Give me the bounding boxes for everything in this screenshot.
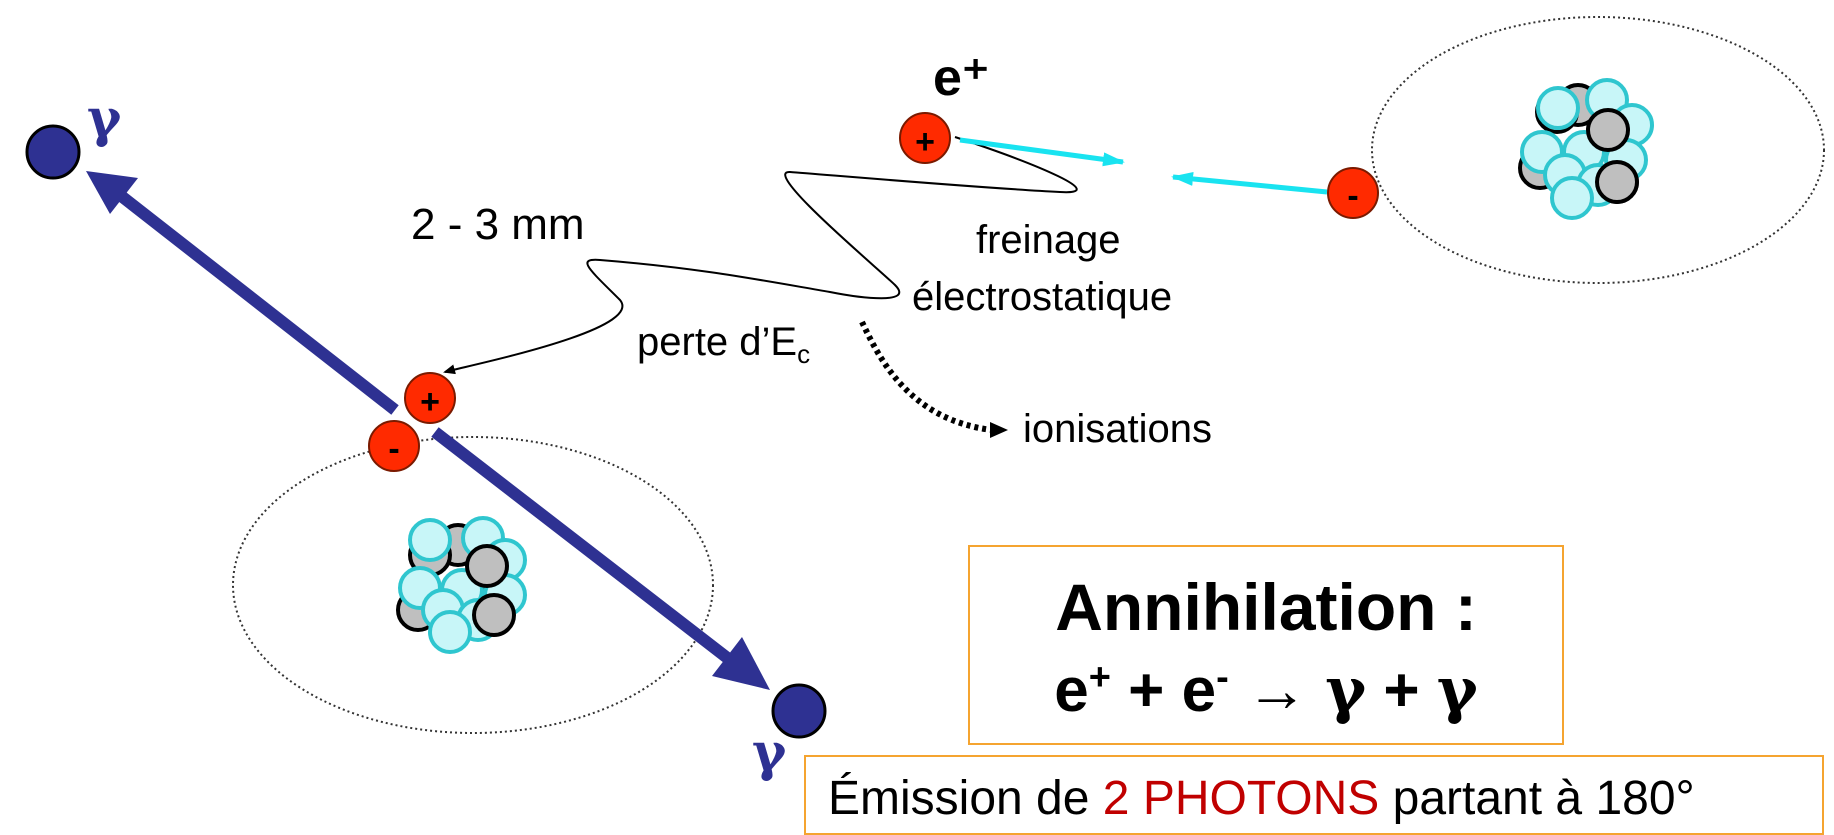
annihilation-title: Annihilation :	[970, 569, 1562, 645]
ionisation-arrow	[862, 322, 992, 430]
emission-box: Émission de 2 PHOTONS partant à 180°	[804, 755, 1824, 835]
gamma-ray-upper	[120, 195, 395, 410]
electron-annihilating: -	[369, 421, 419, 471]
nucleus-left	[398, 518, 525, 652]
positron-attraction-arrow	[960, 140, 1123, 162]
ionisation-arrowhead	[990, 422, 1008, 438]
svg-text:-: -	[388, 430, 399, 468]
freinage-label: freinage	[976, 218, 1121, 263]
electron-right: -	[1328, 168, 1378, 218]
energy-loss-label: perte d’Ec	[637, 320, 810, 370]
annihilation-box: Annihilation : e+ + e- → γ + γ	[968, 545, 1564, 745]
electrostatique-label: électrostatique	[912, 275, 1172, 320]
positron-start: +	[900, 113, 950, 163]
electron-attraction-arrow	[1173, 177, 1327, 192]
nucleus-right	[1520, 80, 1652, 218]
svg-text:+: +	[420, 383, 440, 421]
gamma-label-top: γ	[87, 88, 121, 149]
distance-label: 2 - 3 mm	[411, 200, 585, 250]
svg-text:-: -	[1347, 177, 1358, 215]
positron-label: e⁺	[933, 48, 989, 108]
annihilation-equation: e+ + e- → γ + γ	[970, 653, 1562, 726]
positron-end: +	[405, 373, 455, 423]
svg-text:+: +	[915, 123, 935, 161]
gamma-label-bottom: γ	[752, 722, 786, 783]
photon-top	[27, 126, 79, 178]
emission-highlight: 2 PHOTONS	[1103, 772, 1380, 825]
ionisations-label: ionisations	[1023, 407, 1212, 452]
gamma-arrowhead-lower	[712, 637, 770, 690]
